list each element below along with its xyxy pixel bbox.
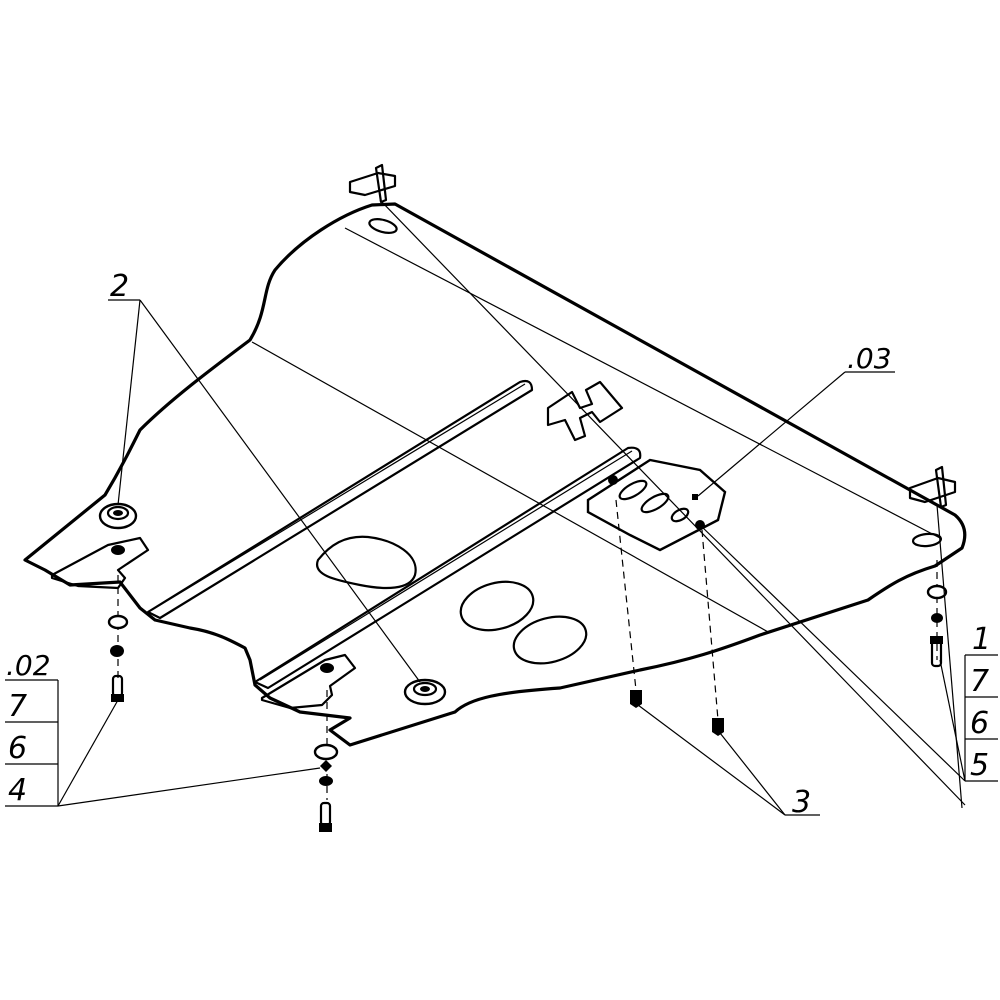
nut-lower	[320, 760, 332, 772]
nut-left	[110, 645, 124, 657]
grommet-center	[403, 678, 447, 706]
skid-plate-outline	[23, 202, 967, 747]
rib-lower	[253, 446, 642, 690]
opening-round-1	[459, 580, 535, 632]
plate-03-slot-1	[618, 479, 648, 501]
nut-right	[931, 613, 943, 623]
bolt-left	[111, 674, 124, 702]
label-left-6: 6	[8, 731, 27, 766]
washer-lower	[313, 743, 339, 761]
plate-03-slot-2	[640, 492, 670, 514]
ref-line-top-mount	[379, 199, 966, 806]
leader-3-a	[637, 704, 786, 816]
mount-clip-right	[908, 465, 957, 509]
opening-center	[315, 535, 417, 590]
label-left-4: 4	[8, 773, 27, 808]
washer-left	[107, 614, 129, 630]
h-cutout	[546, 380, 624, 442]
label-right-5: 5	[970, 748, 989, 783]
label-left-7: 7	[8, 689, 27, 724]
bolt-right	[930, 636, 943, 668]
bracket-left	[50, 536, 150, 590]
plate-03-slot-3	[670, 507, 690, 523]
mount-slot-top	[368, 218, 398, 234]
leader-2-b	[139, 299, 421, 683]
leader-2-a	[117, 299, 141, 506]
label-item-2: 2	[110, 269, 129, 304]
rib-lower-inner	[259, 450, 633, 681]
plate-03	[586, 458, 727, 552]
mount-clip-top	[348, 163, 397, 204]
rib-upper	[146, 379, 534, 620]
crease-line	[251, 341, 771, 634]
plate-03-marker	[692, 494, 698, 500]
bracket-lower-hole	[320, 663, 334, 673]
bracket-lower	[260, 653, 357, 710]
plate-03-hole-1	[608, 475, 618, 485]
washer-right	[926, 584, 948, 600]
axis-screw-1	[615, 499, 637, 691]
label-item-3: 3	[792, 785, 811, 820]
label-right-6: 6	[970, 706, 989, 741]
screw-2	[712, 718, 724, 736]
opening-round-2	[512, 615, 588, 665]
callout-table-right	[699, 524, 998, 782]
bracket-left-hole	[111, 545, 125, 555]
callout-table-left	[5, 679, 321, 807]
leader-3-b	[719, 732, 786, 816]
top-edge-line	[344, 227, 941, 539]
rib-upper-inner	[151, 383, 526, 611]
leader-03	[697, 371, 846, 497]
ref-line-right-mount	[936, 504, 963, 809]
screw-1	[630, 690, 642, 708]
axis-screw-2	[701, 529, 719, 721]
nut-lower-2	[319, 776, 333, 786]
label-item-03: .03	[847, 342, 892, 375]
grommet-left	[98, 502, 138, 530]
bolt-lower	[319, 801, 332, 832]
mount-slot-right	[911, 532, 943, 548]
label-item-1: 1	[972, 622, 991, 657]
label-right-7: 7	[970, 664, 989, 699]
label-item-02: .02	[6, 649, 51, 682]
